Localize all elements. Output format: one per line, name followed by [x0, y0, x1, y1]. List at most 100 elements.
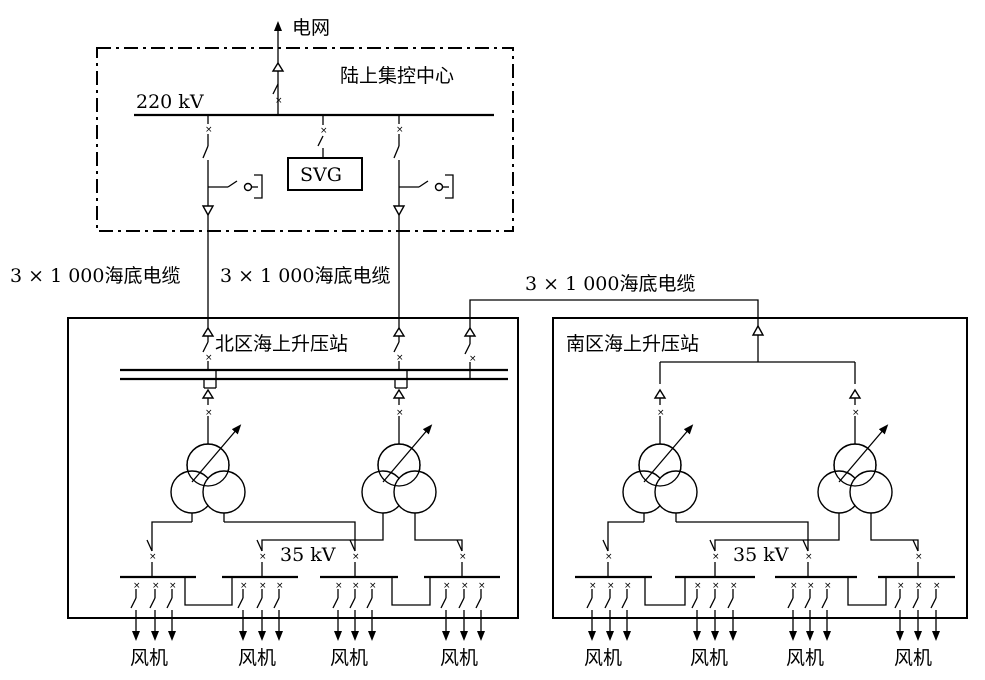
breaker-mark: × [352, 581, 360, 591]
south-bus-35kv-label: 35 kV [733, 544, 789, 566]
south-offshore-substation: 南区海上升压站 ×××××××××××××××××× 35 kV [552, 317, 968, 641]
feeder-disconnector [256, 597, 263, 609]
north-bus-35kv-label: 35 kV [280, 544, 336, 566]
earthing-switch-blade [418, 180, 429, 188]
tap-changer-arrow [838, 424, 889, 483]
incomer-disconnector [256, 539, 263, 552]
incomer-disconnector [602, 539, 609, 552]
feeder-disconnector [804, 597, 811, 609]
incoming-disconnector [464, 343, 471, 355]
incomer-disconnector [709, 539, 716, 552]
cable-terminal [201, 388, 215, 399]
turbine-label-6: 风机 [690, 647, 728, 669]
transformer-primary-outline [833, 443, 877, 487]
breaker-mark: × [169, 581, 177, 591]
breaker-mark: × [335, 581, 343, 591]
incomer-disconnector [146, 539, 153, 552]
cable-label-left: 3 × 1 000海底电缆 [10, 265, 180, 287]
disconnector-blade [202, 145, 209, 159]
grid-label: 电网 [292, 17, 330, 39]
cable-terminal [201, 326, 215, 337]
north-station-boundary [67, 317, 519, 619]
breaker-mark: × [852, 408, 860, 418]
breaker-mark: × [478, 581, 486, 591]
feeder-disconnector [366, 597, 373, 609]
feeder-disconnector [709, 597, 716, 609]
turbine-label-7: 风机 [786, 647, 824, 669]
turbine-label-2: 风机 [238, 647, 276, 669]
svg-device-label: SVG [300, 164, 342, 186]
feeder-disconnector [149, 597, 156, 609]
svg-breaker-mark: × [320, 126, 328, 136]
ground-symbol [445, 174, 454, 199]
cable-terminal [392, 388, 406, 399]
cable-label-right: 3 × 1 000海底电缆 [525, 273, 695, 295]
breaker-mark: × [807, 581, 815, 591]
breaker-mark: × [461, 581, 469, 591]
south-station-boundary [552, 317, 968, 619]
breaker-mark: × [933, 581, 941, 591]
incoming-disconnector [202, 341, 209, 353]
bus-220kv-label: 220 kV [136, 91, 204, 113]
transformer-primary-outline [186, 443, 230, 487]
turbine-label-5: 风机 [584, 647, 622, 669]
bus-tie [847, 577, 887, 606]
incomer-disconnector [802, 539, 809, 552]
north-transformer-bays: ×××××××××××××××××× [120, 388, 500, 641]
breaker-mark: × [240, 581, 248, 591]
breaker-mark: × [730, 581, 738, 591]
breaker-mark: × [589, 581, 597, 591]
breaker-mark: × [352, 552, 360, 562]
feeder-disconnector [821, 597, 828, 609]
north-offshore-substation: 北区海上升压站 ××× ×××××××××××××××××× 35 kV [67, 317, 519, 641]
svg-breaker-blade [317, 135, 324, 147]
transformer-secondary-winding-2 [393, 470, 437, 514]
lv-wire [261, 522, 384, 551]
north-station-label: 北区海上升压站 [215, 333, 348, 355]
south-station-label: 南区海上升压站 [566, 333, 699, 355]
breaker-mark: × [624, 581, 632, 591]
lv-wire [224, 521, 356, 551]
turbine-label-4: 风机 [440, 647, 478, 669]
breaker-mark: × [149, 552, 157, 562]
breaker-mark: × [443, 581, 451, 591]
feeder-disconnector [237, 597, 244, 609]
feeder-disconnector [273, 597, 280, 609]
breaker-mark: × [259, 552, 267, 562]
transformer-secondary-winding-2 [202, 470, 246, 514]
breaker-mark: × [805, 552, 813, 562]
feeder-onshore-left: × [201, 115, 263, 328]
onshore-control-center: 陆上集控中心 220 kV × SVG × × [96, 47, 514, 328]
grid-breaker-blade [272, 83, 279, 95]
breaker-mark: × [396, 408, 404, 418]
feeder-disconnector [166, 597, 173, 609]
disconnector-blade [393, 145, 400, 159]
incoming-disconnector [393, 341, 400, 353]
incomer-disconnector [912, 539, 919, 552]
turbine-label-1: 风机 [130, 647, 168, 669]
grid-connection: × 电网 [271, 17, 330, 115]
lv-wire [607, 521, 644, 551]
breaker-mark: × [205, 353, 213, 363]
bus-tie [391, 577, 431, 606]
breaker-mark: × [915, 552, 923, 562]
lv-wire [151, 521, 192, 551]
feeder-disconnector [691, 597, 698, 609]
tap-changer-arrow [191, 424, 242, 483]
breaker-mark: × [276, 581, 284, 591]
control-center-label: 陆上集控中心 [340, 65, 454, 87]
transformer-primary-outline [377, 443, 421, 487]
breaker-mark: × [605, 552, 613, 562]
feeder-disconnector [894, 597, 901, 609]
cable-terminal [392, 205, 406, 217]
lv-wire [870, 522, 919, 551]
bus-tie [644, 577, 686, 606]
breaker-mark: × [712, 552, 720, 562]
cable-terminal [653, 388, 667, 399]
breaker-mark: × [824, 581, 832, 591]
breaker-mark: × [152, 581, 160, 591]
earthing-contact [434, 182, 444, 192]
breaker-mark: × [205, 408, 213, 418]
breaker-mark: × [712, 581, 720, 591]
